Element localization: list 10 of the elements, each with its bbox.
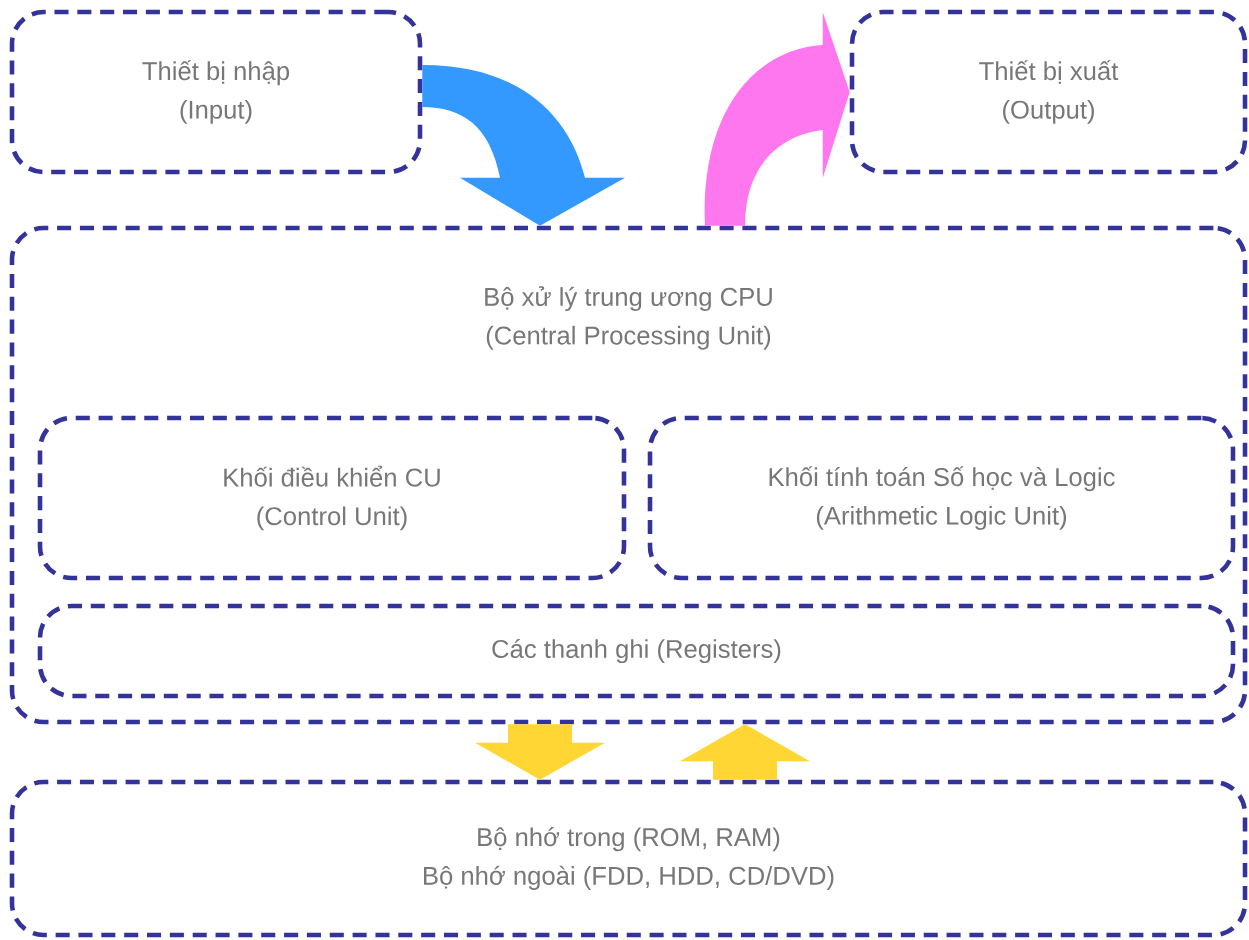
arrow xyxy=(704,12,850,226)
input-device-box: Thiết bị nhập (Input) xyxy=(9,9,423,175)
arrow xyxy=(422,65,625,226)
arrow xyxy=(680,724,810,780)
memory-box: Bộ nhớ trong (ROM, RAM) Bộ nhớ ngoài (FDD, HDD, CD/DVD) xyxy=(9,779,1248,938)
registers-box: Các thanh ghi (Registers) xyxy=(37,603,1236,699)
output-device-box: Thiết bị xuất (Output) xyxy=(849,9,1248,175)
control-unit-box: Khối điều khiển CU (Control Unit) xyxy=(37,415,627,581)
alu-box: Khối tính toán Số học và Logic (Arithmetic Logic Unit) xyxy=(647,415,1236,581)
arrow xyxy=(475,724,605,780)
